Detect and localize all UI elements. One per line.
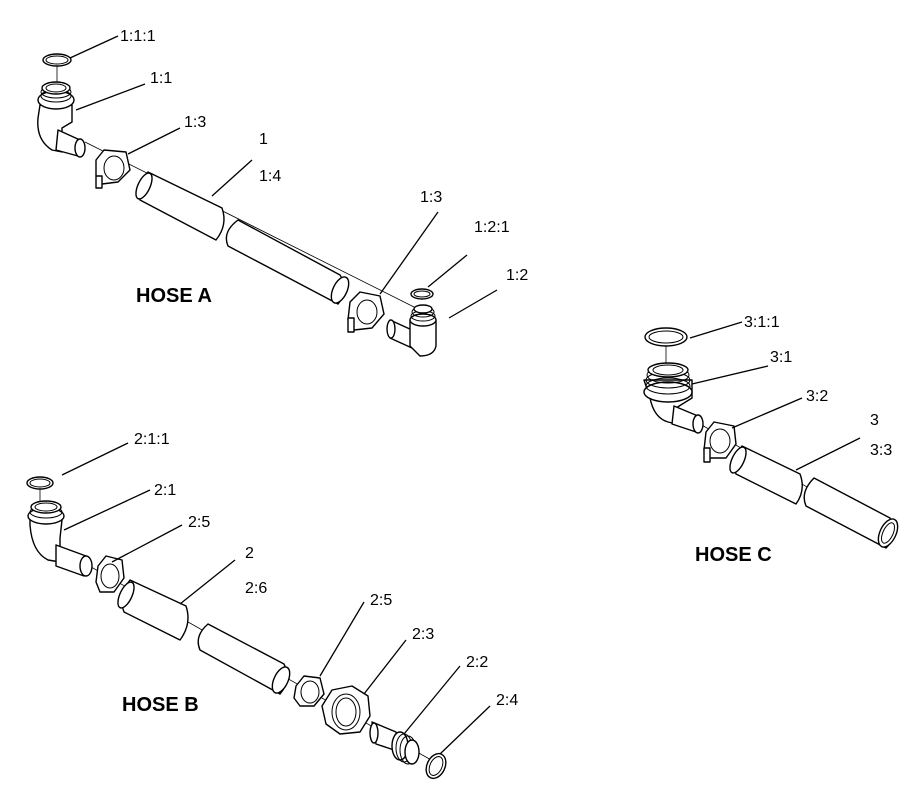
hose-c-callout-assembly: 3: [870, 412, 879, 429]
hose-b-hose-right: [197, 623, 291, 695]
hose-a-leader-elbow-end: [448, 289, 498, 319]
hose-b-group: 2:1:1 2:1 2:5 2 2:6 2:5 2:3 2:2 2:4 HOSE…: [26, 431, 518, 780]
hose-a-clamp-left: [95, 149, 131, 189]
hose-a-callout-seal-top: 1:1:1: [120, 28, 156, 45]
hose-b-seal-end: [425, 752, 447, 780]
hose-b-callout-seal-end: 2:4: [496, 692, 518, 709]
hose-c-callout-elbow: 3:1: [770, 349, 792, 366]
hose-b-title: HOSE B: [122, 694, 199, 716]
hose-c-callout-hose: 3:3: [870, 442, 892, 459]
hose-a-seal-end: [410, 288, 434, 300]
hose-b-clamp-right: [293, 675, 325, 707]
hose-b-callout-seal-top: 2:1:1: [134, 431, 170, 448]
hose-a-callout-clamp-right: 1:3: [420, 189, 442, 206]
hose-c-leader-seal-top: [689, 321, 743, 339]
hose-a-elbow-end: [386, 304, 437, 357]
hose-b-callout-nut: 2:3: [412, 626, 434, 643]
hose-a-title: HOSE A: [136, 285, 212, 307]
hose-b-nut: [321, 685, 371, 735]
hose-a-hose-left: [135, 171, 225, 241]
hose-a-group: 1:1:1 1:1 1:3 1 1:4 1:3 1:2:1 1:2 HOSE A: [37, 28, 528, 357]
hose-a-leader-clamp-left: [127, 127, 181, 155]
hose-c-hose-right: [803, 477, 899, 549]
hose-b-leader-clamp-right: [319, 601, 365, 677]
hose-a-callout-hose: 1:4: [259, 168, 281, 185]
hose-b-callout-clamp-right: 2:5: [370, 592, 392, 609]
hose-a-leader-clamp-right: [379, 211, 439, 295]
hose-a-leader-seal-top: [69, 35, 119, 59]
hose-c-clamp: [703, 421, 737, 463]
hose-c-leader-clamp: [731, 397, 803, 429]
hose-c-title: HOSE C: [695, 544, 772, 566]
hose-c-leader-elbow: [691, 365, 769, 385]
hose-a-axis: [84, 141, 421, 311]
hose-a-leader-elbow: [75, 83, 146, 111]
hose-b-clamp-left: [95, 555, 125, 593]
hose-c-elbow: [643, 362, 704, 434]
hose-b-callout-elbow: 2:1: [154, 482, 176, 499]
hose-a-callout-assembly: 1: [259, 131, 268, 148]
hose-c-hose-left: [729, 445, 803, 505]
hose-c-leader-hose: [795, 437, 861, 471]
hose-b-hose-left: [117, 579, 189, 641]
hose-b-leader-seal-top: [61, 442, 129, 476]
hose-c-callout-clamp: 3:2: [806, 388, 828, 405]
hose-a-clamp-right: [347, 291, 385, 333]
hose-a-callout-clamp-left: 1:3: [184, 114, 206, 131]
hose-b-fitting: [369, 721, 420, 765]
hose-a-elbow: [37, 81, 86, 158]
hose-b-callout-hose: 2:6: [245, 580, 267, 597]
hose-c-callout-seal-top: 3:1:1: [744, 314, 780, 331]
hose-c-group: 3:1:1 3:1 3:2 3 3:3 HOSE C: [643, 314, 899, 566]
hose-b-callout-assembly: 2: [245, 545, 254, 562]
hose-b-leader-elbow: [63, 489, 151, 531]
hose-a-callout-seal-end: 1:2:1: [474, 219, 510, 236]
hose-b-seal-top: [26, 476, 54, 490]
hose-a-callout-elbow: 1:1: [150, 70, 172, 87]
hose-b-leader-fitting: [403, 665, 461, 735]
hose-a-seal-top: [42, 53, 72, 67]
hose-b-callout-fitting: 2:2: [466, 654, 488, 671]
hose-b-callout-clamp-left: 2:5: [188, 514, 210, 531]
hose-a-hose-right: [225, 219, 350, 305]
hose-a-callout-elbow-end: 1:2: [506, 267, 528, 284]
hose-b-leader-nut: [363, 639, 407, 695]
hose-a-leader-hose: [211, 159, 253, 197]
hose-a-leader-seal-end: [427, 254, 468, 288]
hose-b-elbow: [27, 500, 93, 577]
hose-b-leader-clamp-left: [111, 524, 183, 563]
hose-b-leader-hose: [179, 559, 236, 605]
hose-c-seal-top: [644, 327, 688, 347]
hose-b-leader-seal-end: [439, 705, 491, 755]
